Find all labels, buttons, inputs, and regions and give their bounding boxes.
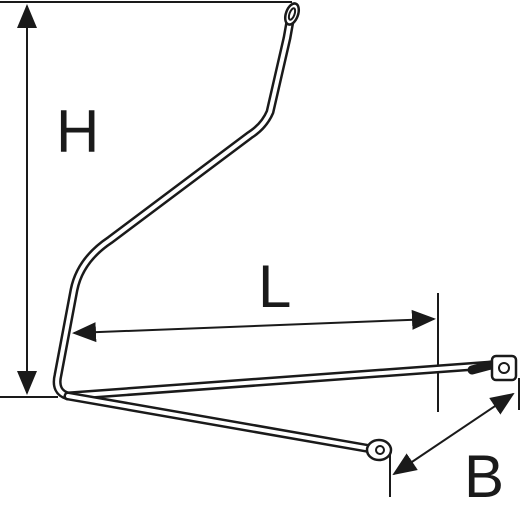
height-label: H	[56, 98, 99, 165]
top-tube-end	[283, 2, 301, 26]
dimension-lines	[0, 1, 520, 497]
b-dimension-line	[392, 392, 515, 476]
l-dimension-line	[72, 309, 436, 343]
length-label: L	[258, 253, 291, 320]
lower-eyelet	[365, 438, 393, 462]
right-eyelet	[490, 354, 518, 382]
width-label: B	[464, 443, 504, 510]
bracket-tube	[52, 5, 510, 455]
